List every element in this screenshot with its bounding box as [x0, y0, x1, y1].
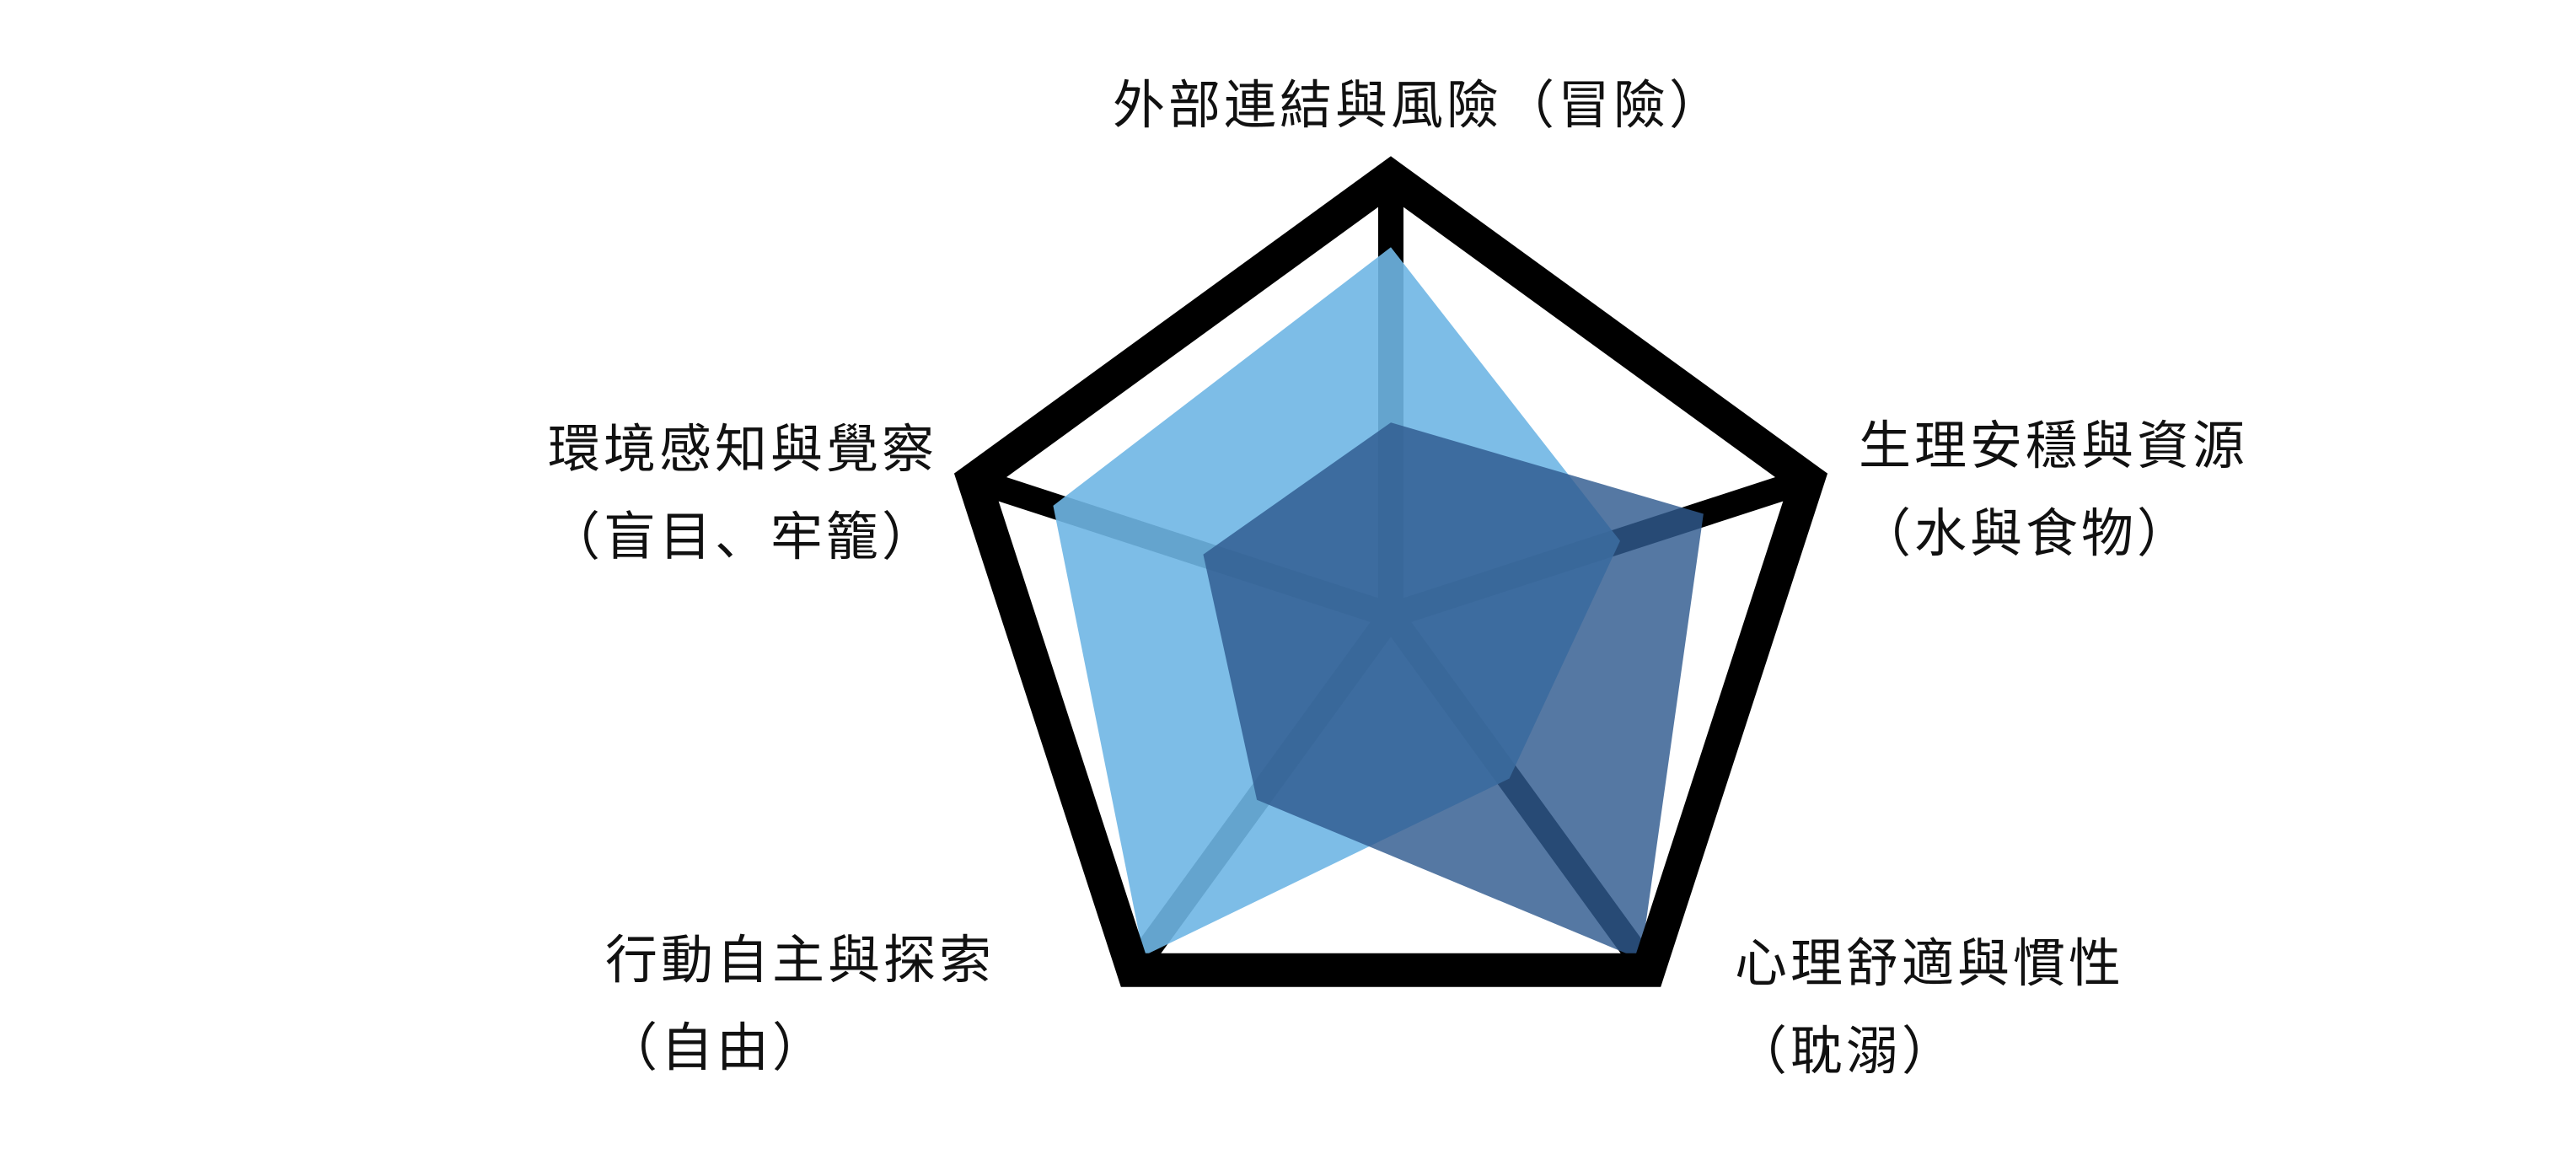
radar-outer-frame	[953, 156, 1828, 987]
axis-label-autonomy-exploration: 行動自主與探索 （自由）	[605, 934, 995, 1074]
axis-label-external-risk: 外部連結與風險（冒險）	[1113, 79, 1725, 132]
axis-sublabel-text: （耽溺）	[1735, 1020, 1958, 1082]
axis-label-environment-awareness: 環境感知與覺察 （盲目、牢籠）	[548, 423, 937, 563]
axis-label-text: 外部連結與風險（冒險）	[1113, 74, 1725, 136]
axis-label-psychological-comfort: 心理舒適與慣性 （耽溺）	[1735, 937, 2124, 1077]
axis-label-text: 環境感知與覺察	[548, 418, 938, 480]
axis-label-text: 生理安穩與資源	[1859, 415, 2249, 476]
axis-label-text: 行動自主與探索	[605, 929, 996, 991]
axis-label-physiological-resources: 生理安穩與資源 （水與食物）	[1859, 420, 2248, 560]
axis-sublabel-text: （水與食物）	[1859, 502, 2193, 564]
axis-label-text: 心理舒適與慣性	[1735, 932, 2125, 994]
axis-sublabel-text: （自由）	[605, 1017, 829, 1078]
radar-series-layer	[1053, 247, 1704, 960]
radar-series-2	[1203, 422, 1704, 960]
axis-sublabel-text: （盲目、牢籠）	[548, 506, 938, 567]
